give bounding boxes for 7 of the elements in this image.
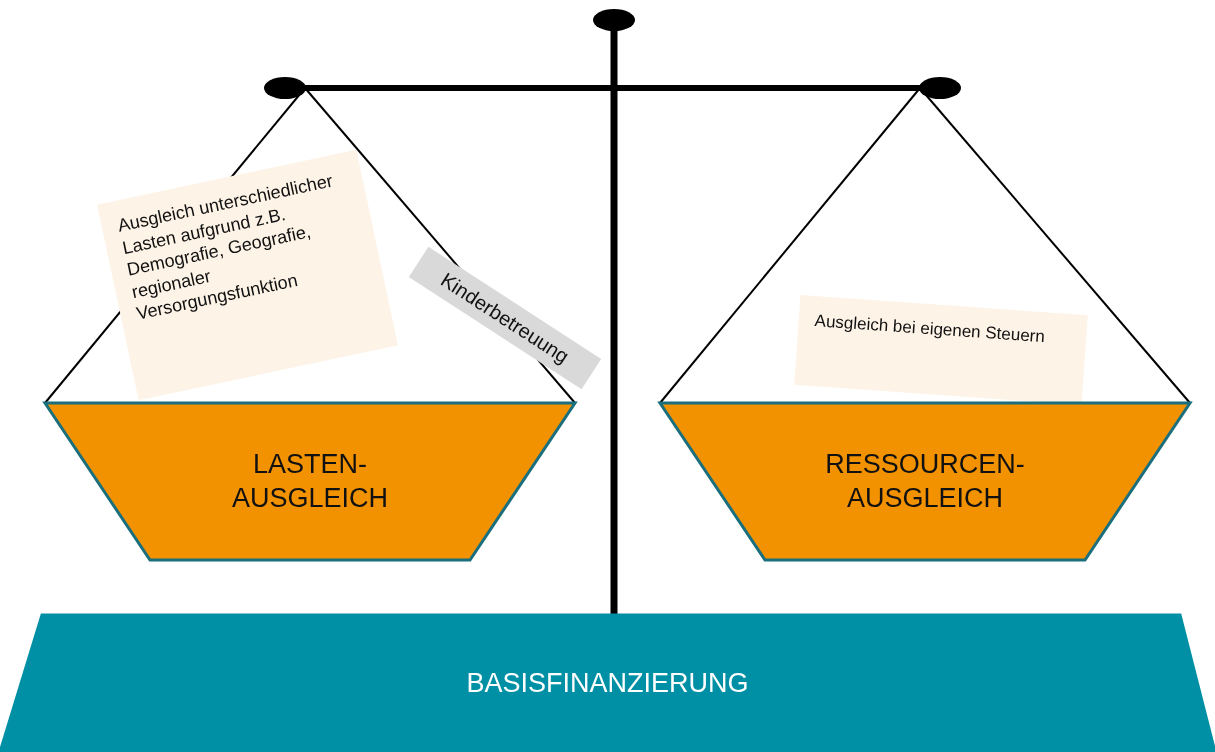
scale-pan [660, 403, 1190, 560]
pan-label: RESSOURCEN- AUSGLEICH [824, 447, 1026, 515]
scale-base [0, 615, 1215, 752]
scale-pan [45, 403, 575, 560]
base-label: BASISFINANZIERUNG [466, 666, 749, 700]
pan-label: LASTEN- AUSGLEICH [230, 447, 389, 515]
note-text: Ausgleich bei eigenen Steuern [814, 310, 1046, 348]
